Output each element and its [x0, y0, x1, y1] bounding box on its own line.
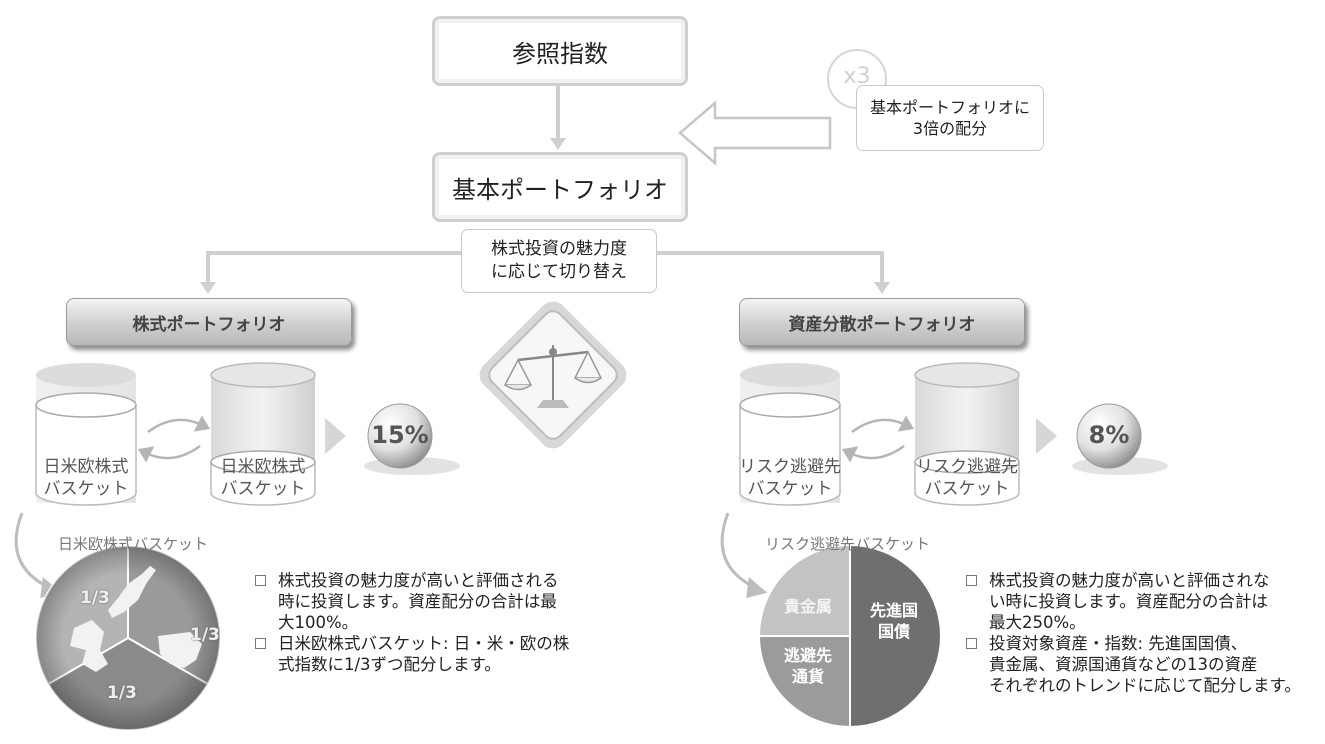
pie-label-safe-currency: 逃避先 通貨 — [772, 645, 844, 687]
right-bullet-1-line3: 最大250%。 — [989, 613, 1086, 632]
right-basket-label-2-line2: バスケット — [924, 479, 1010, 499]
right-basket-caption: リスク逃避先バスケット — [765, 535, 931, 553]
pie-slice-label-europe: 1/3 — [107, 683, 137, 703]
left-bullet-list: 株式投資の魅力度が高いと評価される 時に投資します。資産配分の合計は最 大100… — [252, 570, 622, 675]
right-play-arrow-icon — [1036, 418, 1057, 454]
pie-slice-label-usa: 1/3 — [190, 625, 220, 645]
x3-badge-label: x3 — [843, 64, 871, 89]
reference-index-box: 参照指数 — [432, 16, 688, 86]
left-curved-arrow-icon — [14, 512, 62, 598]
pie-label-safe-currency-line2: 通貨 — [791, 667, 824, 686]
japan-map-icon — [108, 566, 156, 618]
right-basket-label-2-line1: リスク逃避先 — [916, 457, 1018, 477]
left-bullet-1-line1: 株式投資の魅力度が高いと評価される — [278, 571, 559, 590]
right-bullet-1: 株式投資の魅力度が高いと評価されな い時に投資します。資産配分の合計は 最大25… — [963, 570, 1323, 633]
left-basket-label-2-line2: バスケット — [220, 479, 306, 499]
left-basket-label-1: 日米欧株式 バスケット — [30, 456, 142, 500]
left-basket-caption: 日米欧株式バスケット — [58, 535, 209, 553]
left-bullet-2: 日米欧株式バスケット: 日・米・欧の株 式指数に1/3ずつ配分します。 — [252, 633, 622, 675]
right-bullet-1-line1: 株式投資の魅力度が高いと評価されな — [989, 571, 1270, 590]
pie-slice-label-japan: 1/3 — [80, 588, 110, 608]
left-bullet-1-line2: 時に投資します。資産配分の合計は最 — [278, 592, 557, 611]
left-bullet-1: 株式投資の魅力度が高いと評価される 時に投資します。資産配分の合計は最 大100… — [252, 570, 622, 633]
hollow-arrow-icon — [678, 100, 832, 166]
right-cylinder-2 — [914, 362, 1020, 506]
left-region-pie — [34, 544, 222, 731]
switch-note: 株式投資の魅力度 に応じて切り替え — [461, 229, 657, 293]
right-curved-arrow-icon — [720, 512, 768, 598]
leverage-note-line1: 基本ポートフォリオに — [869, 98, 1030, 117]
left-swap-arrows-icon — [137, 415, 211, 463]
right-basket-label-1-line1: リスク逃避先 — [739, 457, 841, 477]
balance-scale-icon — [479, 301, 627, 449]
pie-label-safe-currency-line1: 逃避先 — [783, 646, 832, 665]
right-bullet-list: 株式投資の魅力度が高いと評価されな い時に投資します。資産配分の合計は 最大25… — [963, 570, 1323, 696]
left-basket-label-1-line1: 日米欧株式 — [43, 457, 129, 477]
pie-label-developed-bonds-line2: 国債 — [877, 622, 910, 641]
right-basket-label-1-line2: バスケット — [747, 479, 833, 499]
right-swap-arrows-icon — [841, 415, 915, 463]
left-basket-label-1-line2: バスケット — [43, 479, 129, 499]
pie-label-precious-metals: 貴金属 — [783, 597, 832, 616]
diversified-portfolio-header: 資産分散ポートフォリオ — [739, 298, 1025, 346]
left-bullet-2-line2: 式指数に1/3ずつ配分します。 — [278, 655, 501, 674]
usa-map-icon — [158, 632, 202, 668]
connector-arrow-ref-to-base — [550, 84, 566, 150]
base-portfolio-label: 基本ポートフォリオ — [452, 175, 668, 204]
left-play-arrow-icon — [325, 418, 346, 454]
diversified-portfolio-title: 資産分散ポートフォリオ — [788, 314, 976, 335]
switch-note-line2: に応じて切り替え — [491, 262, 627, 282]
left-percent-ball — [367, 403, 433, 469]
reference-index-label: 参照指数 — [512, 39, 608, 68]
right-percent-ball — [1076, 403, 1142, 469]
left-basket-label-2-line1: 日米欧株式 — [220, 457, 306, 477]
right-bullet-2-line2: 貴金属、資源国通貨などの13の資産 — [989, 655, 1258, 674]
pie-label-developed-bonds: 先進国 国債 — [858, 600, 930, 642]
right-bullet-2-line1: 投資対象資産・指数: 先進国国債、 — [989, 634, 1248, 653]
leverage-note: 基本ポートフォリオに 3倍の配分 — [856, 85, 1044, 151]
leverage-note-line2: 3倍の配分 — [912, 119, 988, 138]
europe-map-icon — [70, 620, 108, 672]
switch-note-line1: 株式投資の魅力度 — [491, 239, 627, 259]
right-cylinder-1 — [739, 363, 841, 506]
branch-connectors — [200, 251, 890, 294]
base-portfolio-box: 基本ポートフォリオ — [432, 152, 688, 222]
right-basket-label-2: リスク逃避先 バスケット — [909, 456, 1025, 500]
right-bullet-1-line2: い時に投資します。資産配分の合計は — [989, 592, 1268, 611]
right-bullet-2-line3: それぞれのトレンドに応じて配分します。 — [989, 676, 1301, 695]
left-cylinder-1 — [35, 363, 137, 506]
equity-portfolio-header: 株式ポートフォリオ — [66, 298, 352, 346]
left-bullet-1-line3: 大100%。 — [278, 613, 359, 632]
left-basket-label-2: 日米欧株式 バスケット — [207, 456, 319, 500]
right-basket-label-1: リスク逃避先 バスケット — [732, 456, 848, 500]
left-bullet-2-line1: 日米欧株式バスケット: 日・米・欧の株 — [278, 634, 570, 653]
right-percent-value: 8% — [1088, 421, 1130, 449]
left-percent-value: 15% — [371, 421, 429, 449]
right-asset-pie — [757, 543, 942, 729]
left-cylinder-2 — [210, 362, 316, 506]
equity-portfolio-title: 株式ポートフォリオ — [132, 314, 286, 335]
right-bullet-2: 投資対象資産・指数: 先進国国債、 貴金属、資源国通貨などの13の資産 それぞれ… — [963, 633, 1323, 696]
pie-label-developed-bonds-line1: 先進国 — [869, 601, 918, 620]
